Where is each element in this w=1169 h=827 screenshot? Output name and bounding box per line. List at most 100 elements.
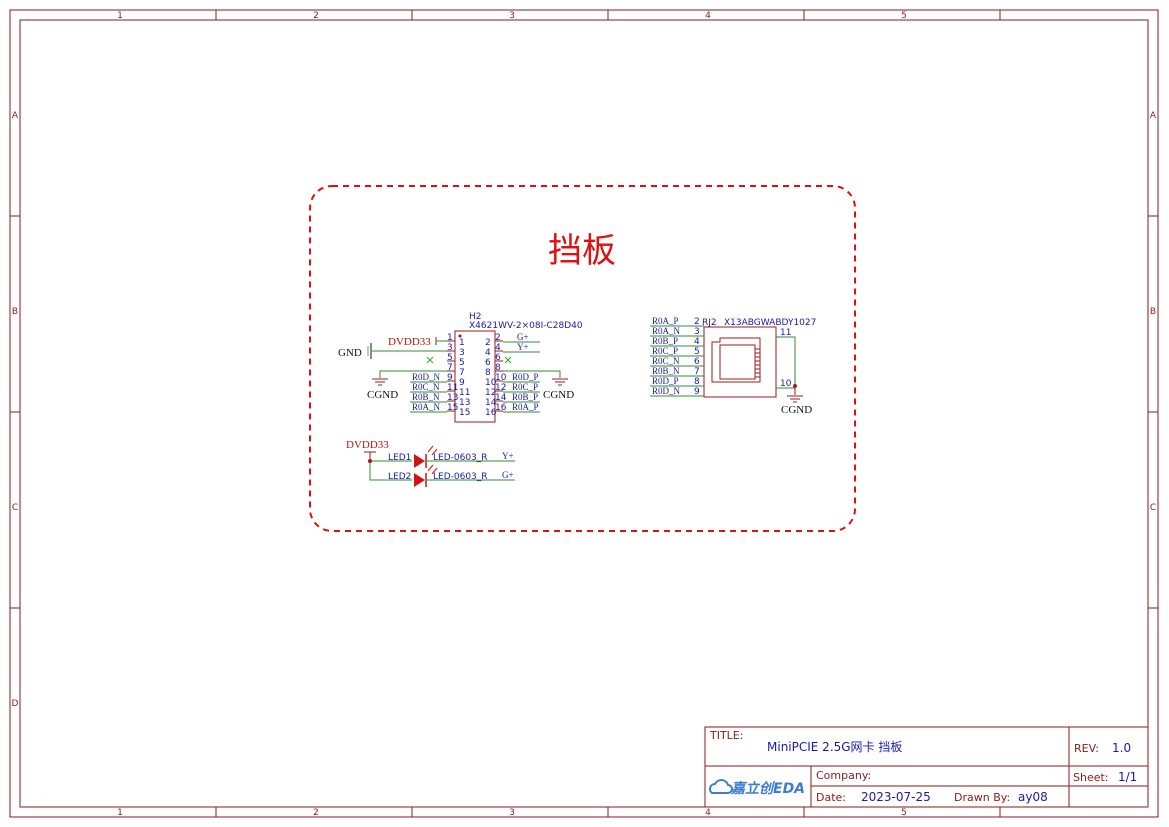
h2-pin-number-outer: 10 [495,373,507,383]
date-value: 2023-07-25 [861,790,931,804]
row-label-left: A [12,111,19,121]
led1-net: Y+ [502,451,514,461]
h2-pin-number-inner: 6 [485,358,491,368]
h2-pin-number-inner: 1 [459,338,465,348]
h2-gnd-label: GND [338,347,362,359]
h2-net-label: R0B_P [512,392,538,402]
rj2-net-label: R0D_N [652,386,681,396]
h2-pin-number-outer: 14 [495,393,507,403]
h2-pin-number-outer: 11 [447,383,458,393]
rj2-net-label: R0C_N [652,356,680,366]
led2-part-number: LED-0603_R [433,472,488,482]
col-label-bottom: 5 [901,808,907,818]
rj2-pin-number: 5 [694,347,700,357]
led2-net: G+ [502,470,514,480]
sheet-value: 1/1 [1118,770,1137,784]
h2-pin-number-outer: 16 [495,403,507,413]
col-label-top: 1 [117,11,123,21]
inner-frame [19,19,1149,808]
rj2-shield-pin: 11 [780,328,791,338]
led1[interactable]: LED1 LED-0603_R Y+ [388,445,515,468]
h2-net-label: R0B_N [412,392,440,402]
rj2-net-label: R0B_P [652,336,678,346]
h2-cgnd-left-label: CGND [367,389,398,401]
h2-net-label: R0D_P [512,372,539,382]
rj2-net-label: R0C_P [652,346,678,356]
h2-pin-number-outer: 12 [495,383,506,393]
h2-pin-number-inner: 5 [459,358,465,368]
connector-h2[interactable]: H2 X4621WV-2×08I-C28D40 1133557799R0D_N1… [410,312,583,423]
no-connect-markers [426,356,512,364]
rj2-body [703,326,777,398]
led1-part-number: LED-0603_R [433,453,488,463]
h2-pin-number-inner: 8 [485,368,491,378]
outer-frame [9,9,1159,818]
h2-net-label: R0C_N [412,382,440,392]
rj2-net-label: R0A_P [652,316,679,326]
h2-pin-number-outer: 15 [447,403,458,413]
rev-value: 1.0 [1112,741,1131,755]
h2-cgnd-left: CGND [367,370,447,401]
col-label-bottom: 4 [705,808,711,818]
h2-pin-number-outer: 2 [495,333,501,343]
rj2-pin-number: 9 [694,387,700,397]
h2-net-label: R0A_P [512,402,539,412]
rj2-jack-inner [719,344,756,380]
h2-pin-number-inner: 4 [485,348,491,358]
jlc-eda-logo-icon: 嘉立创EDA [709,779,805,797]
h2-gnd: GND [338,343,447,359]
h2-pin-number-inner: 3 [459,348,465,358]
h2-pin-number-outer: 9 [447,373,453,383]
row-label-right: A [1150,111,1157,121]
h2-pin-number-outer: 4 [495,343,501,353]
drawn-by-label: Drawn By: [954,791,1010,804]
col-label-bottom: 2 [313,808,319,818]
led2-designator: LED2 [388,472,411,482]
h2-pin-number-inner: 14 [485,398,497,408]
h2-net-label: Y+ [517,342,529,352]
h2-pin-number-inner: 12 [485,388,496,398]
rj2-shield-pin: 10 [780,379,792,389]
h2-pin-number-inner: 10 [485,378,497,388]
h2-cgnd-right: CGND [503,370,574,401]
led2[interactable]: LED2 LED-0603_R G+ [388,464,515,487]
led1-designator: LED1 [388,453,411,463]
h2-net-label: R0C_P [512,382,538,392]
drawn-by-value: ay08 [1018,790,1048,804]
title-block: TITLE: MiniPCIE 2.5G网卡 挡板 REV: 1.0 Compa… [704,726,1149,808]
h2-pin-number-inner: 15 [459,408,470,418]
row-label-left: D [12,699,19,709]
h2-pin-number-outer: 3 [447,343,453,353]
h2-pins: 1133557799R0D_N1111R0C_N1313R0B_N1515R0A… [410,332,540,418]
rj2-pin-number: 6 [694,357,700,367]
h2-power: DVDD33 [388,336,447,348]
h2-pin-number-outer: 7 [447,363,453,373]
row-label-right: C [1150,503,1156,513]
row-label-right: B [1150,307,1156,317]
rj2-part-number: X13ABGWABDY1027 [724,318,816,328]
h2-dvdd33-label: DVDD33 [388,336,431,348]
h2-body [454,330,496,423]
rj2-net-label: R0A_N [652,326,681,336]
rj2-pin-number: 7 [694,367,700,377]
h2-pin-number-outer: 6 [495,353,501,363]
h2-part-number: X4621WV-2×08I-C28D40 [469,321,583,331]
sheet-title: MiniPCIE 2.5G网卡 挡板 [767,740,902,754]
rj2-cgnd-label: CGND [781,404,812,416]
rj2-designator: RJ2 [702,318,717,328]
h2-cgnd-right-label: CGND [543,389,574,401]
h2-pin-number-inner: 2 [485,338,491,348]
led1-symbol [414,454,425,468]
h2-pin1-marker [458,334,462,338]
h2-pin-number-inner: 13 [459,398,470,408]
date-label: Date: [816,791,846,804]
rj2-pin-number: 4 [694,337,700,347]
h2-net-label: G+ [517,332,529,342]
h2-pin-number-inner: 16 [485,408,497,418]
col-label-top: 2 [313,11,319,21]
rj2-pin-number: 8 [694,377,700,387]
col-label-top: 4 [705,11,711,21]
company-label: Company: [816,769,871,782]
